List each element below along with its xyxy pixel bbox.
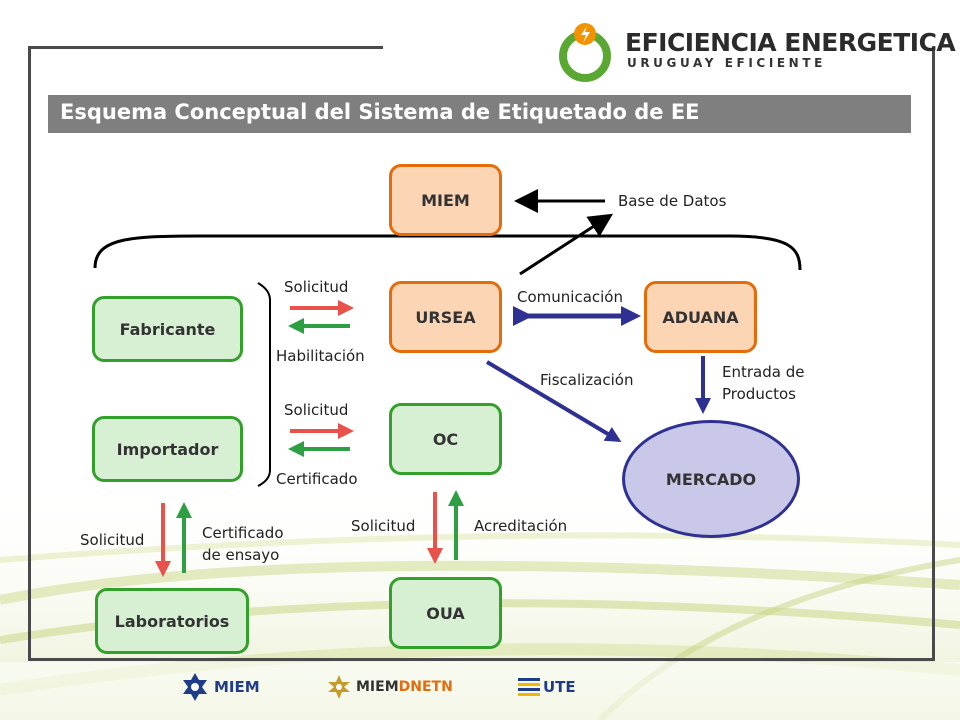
label-entrada-1: Entrada de — [722, 363, 805, 381]
label-solicitud-2: Solicitud — [284, 401, 349, 419]
node-laboratorios: Laboratorios — [95, 588, 249, 654]
node-ursea-label: URSEA — [415, 307, 476, 327]
label-entrada-2: Productos — [722, 385, 796, 403]
label-cert-ensayo-2: de ensayo — [202, 546, 280, 564]
node-mercado: MERCADO — [622, 420, 800, 538]
arrow-fiscalizacion — [485, 360, 622, 443]
arrow-ursea-to-db — [519, 213, 614, 276]
footer-miem-text-2: MIEM — [356, 679, 399, 695]
title-bar: Esquema Conceptual del Sistema de Etique… — [48, 95, 911, 133]
node-mercado-label: MERCADO — [665, 469, 757, 489]
label-solicitud-4: Solicitud — [351, 517, 416, 535]
label-base-datos: Base de Datos — [618, 192, 727, 210]
footer-logo-ute: UTE — [518, 670, 576, 704]
node-importador: Importador — [92, 416, 243, 482]
label-acreditacion: Acreditación — [474, 517, 568, 535]
footer-logo-miem-dnetn: MIEM DNETN — [326, 670, 453, 704]
node-fabricante-label: Fabricante — [119, 319, 216, 339]
node-fabricante: Fabricante — [92, 296, 243, 362]
page-title: Esquema Conceptual del Sistema de Etique… — [60, 100, 700, 124]
miem-dnetn-emblem-icon — [328, 675, 350, 699]
miem-emblem-icon — [183, 673, 207, 701]
frame-right-line — [932, 46, 935, 660]
frame-left-line — [28, 46, 31, 660]
node-laboratorios-label: Laboratorios — [114, 611, 230, 631]
footer-dnetn-text: DNETN — [398, 679, 453, 695]
label-solicitud-1: Solicitud — [284, 278, 349, 296]
label-cert-ensayo-1: Certificado — [202, 524, 284, 542]
label-habilitacion: Habilitación — [276, 347, 365, 365]
side-bracket — [257, 282, 271, 487]
node-oua: OUA — [389, 577, 502, 649]
eficiencia-energetica-logo: EFICIENCIA ENERGETICA URUGUAY EFICIENTE — [555, 14, 956, 84]
node-importador-label: Importador — [116, 439, 219, 459]
footer-miem-text: MIEM — [214, 678, 260, 696]
node-ursea: URSEA — [389, 281, 502, 353]
logo-mark-icon — [559, 23, 611, 82]
node-aduana: ADUANA — [644, 281, 757, 353]
system-bracket-arc — [93, 234, 802, 271]
node-oc-label: OC — [432, 429, 459, 449]
logo-title: EFICIENCIA ENERGETICA — [625, 28, 956, 57]
node-oua-label: OUA — [426, 603, 465, 623]
footer-ute-text: UTE — [543, 678, 576, 696]
label-solicitud-3: Solicitud — [80, 531, 145, 549]
label-comunicacion: Comunicación — [517, 288, 623, 306]
node-aduana-label: ADUANA — [662, 307, 739, 327]
node-miem: MIEM — [389, 164, 502, 236]
label-certificado: Certificado — [276, 470, 358, 488]
ute-stripes-icon — [518, 678, 540, 696]
frame-bottom-line — [28, 658, 935, 661]
logo-subtitle: URUGUAY EFICIENTE — [627, 56, 826, 70]
node-miem-label: MIEM — [421, 190, 470, 210]
footer-logo-miem: MIEM — [180, 670, 260, 704]
frame-top-line — [28, 46, 383, 49]
node-oc: OC — [389, 403, 502, 475]
label-fiscalizacion: Fiscalización — [540, 371, 634, 389]
